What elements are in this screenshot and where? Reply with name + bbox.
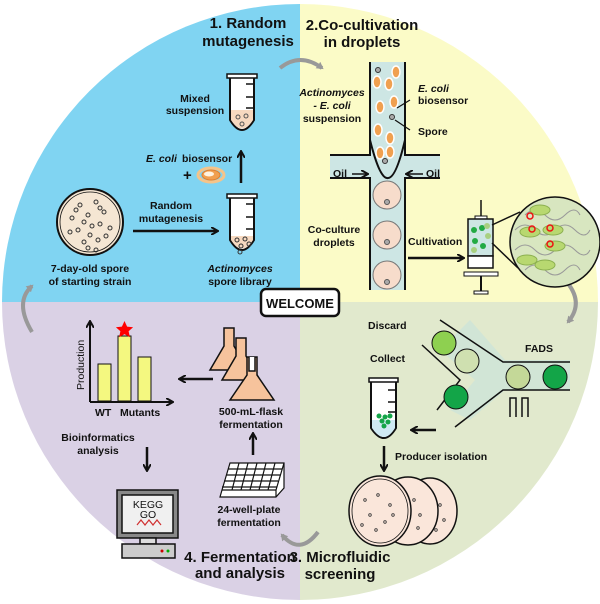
pointer-line	[394, 119, 411, 131]
label-bioinformatics: Bioinformatics	[61, 432, 135, 444]
computer-icon	[116, 489, 179, 559]
label-flask: 500-mL-flask	[219, 406, 283, 418]
label-biosensor: biosensor	[182, 153, 232, 165]
bar-wt	[97, 363, 112, 402]
magnified-culture-icon	[509, 196, 600, 288]
label-suspension: suspension	[303, 113, 361, 125]
label-random-mutagenesis: Random	[150, 200, 192, 212]
label-cultivation: Cultivation	[408, 236, 462, 248]
tube-spore-library-icon	[226, 193, 258, 255]
label-go: GO	[140, 509, 156, 521]
petri-dish-spores-icon	[56, 188, 124, 256]
label-fads: FADS	[525, 343, 553, 355]
bar-mutant	[137, 356, 152, 402]
microfluidic-channel	[330, 62, 440, 290]
star-icon	[115, 321, 134, 338]
agar-plates-icon	[348, 475, 458, 547]
welcome-label: WELCOME	[266, 296, 334, 311]
label-ecoli-biosensor: biosensor	[418, 95, 468, 107]
label-spore-library: spore library	[208, 276, 272, 288]
label-ecoli-biosensor: E. coli	[146, 153, 178, 165]
stage1-title: mutagenesis	[202, 33, 294, 50]
label-oil-left: Oil	[333, 168, 347, 180]
syringe-icon	[463, 200, 521, 295]
stage3-title: screening	[305, 566, 376, 583]
label-mixed: suspension	[166, 105, 224, 117]
fads-sorter-icon	[421, 319, 570, 428]
label-well-plate: fermentation	[217, 517, 281, 529]
label-suspension: - E. coli	[313, 100, 351, 112]
label-bioinformatics: analysis	[77, 445, 119, 457]
label-starting-strain: 7-day-old spore	[51, 263, 129, 275]
label-spore: Spore	[418, 126, 448, 138]
label-flask: fermentation	[219, 419, 283, 431]
label-kegg: KEGG	[133, 499, 163, 511]
label-wt: WT	[95, 407, 112, 419]
stage4-title: and analysis	[195, 565, 285, 582]
collection-tube-icon	[368, 377, 399, 439]
flasks-icon	[208, 327, 276, 401]
stage1-title: 1. Random	[210, 15, 287, 32]
stage2-title: in droplets	[324, 34, 401, 51]
axis-label-production: Production	[75, 340, 87, 390]
label-oil-right: Oil	[426, 168, 440, 180]
label-starting-strain: of starting strain	[49, 276, 132, 288]
label-droplets: Co-culture	[308, 224, 361, 236]
welcome-button[interactable]: WELCOME	[259, 287, 341, 318]
label-discard: Discard	[368, 320, 407, 332]
ecoli-cell-icon	[196, 166, 226, 184]
label-suspension: Actinomyces	[298, 87, 365, 99]
production-bar-chart	[90, 321, 172, 402]
plus-sign: +	[183, 167, 192, 184]
stage4-title: 4. Fermentation	[184, 549, 296, 566]
pointer-line	[396, 99, 411, 109]
label-producer-isolation: Producer isolation	[395, 451, 487, 463]
label-mutants: Mutants	[120, 407, 160, 419]
label-well-plate: 24-well-plate	[217, 504, 280, 516]
label-ecoli-biosensor: E. coli	[418, 83, 450, 95]
label-collect: Collect	[370, 353, 406, 365]
tube-mixed-suspension-icon	[226, 73, 258, 131]
bar-mutant-top	[117, 335, 132, 402]
label-mixed: Mixed	[180, 93, 210, 105]
label-droplets: droplets	[313, 237, 355, 249]
stage3-title: 3. Microfluidic	[290, 549, 391, 566]
well-plate-icon	[219, 462, 285, 498]
label-random-mutagenesis: mutagenesis	[139, 213, 203, 225]
stage2-title: 2.Co-cultivation	[306, 17, 419, 34]
label-spore-library: Actinomyces	[206, 263, 273, 275]
